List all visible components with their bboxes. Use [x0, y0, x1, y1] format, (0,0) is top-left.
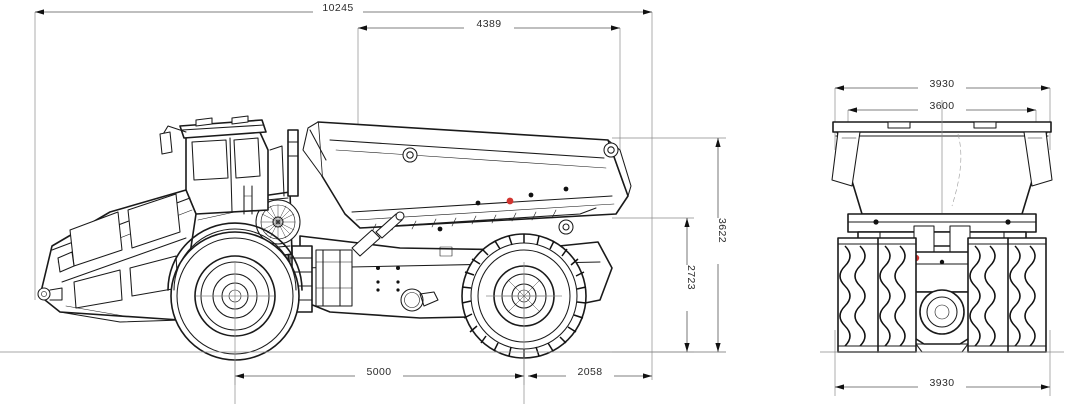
dimension-label-overall-length: 10245 — [322, 2, 353, 14]
dimension-body-height: 2723 — [612, 217, 697, 353]
dimension-overall-length: 10245 — [34, 2, 653, 380]
dimension-overall-width-bottom: 3930 — [834, 330, 1051, 396]
red-marker-dot — [506, 197, 514, 205]
rear-wheel-right — [967, 237, 1047, 353]
dimension-label-body-height: 2723 — [685, 265, 697, 290]
dimension-body-length: 4389 — [357, 18, 621, 150]
dimension-label-overall-width-top: 3930 — [930, 78, 955, 90]
rear-view-machine — [820, 100, 1064, 353]
dimension-label-overall-width-bottom: 3930 — [930, 377, 955, 389]
side-view-machine — [0, 115, 726, 404]
body-marker-dots — [437, 186, 569, 232]
dimension-label-rear-overhang: 2058 — [578, 366, 603, 378]
front-wheel — [167, 222, 303, 404]
rear-wheel-left — [837, 237, 917, 353]
rear-wheel — [461, 233, 587, 404]
rear-dump-body — [831, 100, 1053, 215]
dimension-rear-overhang: 2058 — [528, 366, 652, 379]
front-nose — [37, 189, 197, 323]
dimension-label-body-length: 4389 — [477, 18, 502, 30]
dimension-label-wheelbase: 5000 — [367, 366, 392, 378]
operator-cab — [159, 115, 299, 215]
side-view-dimensions: 10245 4389 5000 2058 — [34, 2, 728, 385]
dimension-overall-width-top: 3930 — [834, 78, 1051, 150]
dimension-label-overall-height: 3622 — [716, 218, 728, 243]
dump-body — [302, 121, 632, 233]
